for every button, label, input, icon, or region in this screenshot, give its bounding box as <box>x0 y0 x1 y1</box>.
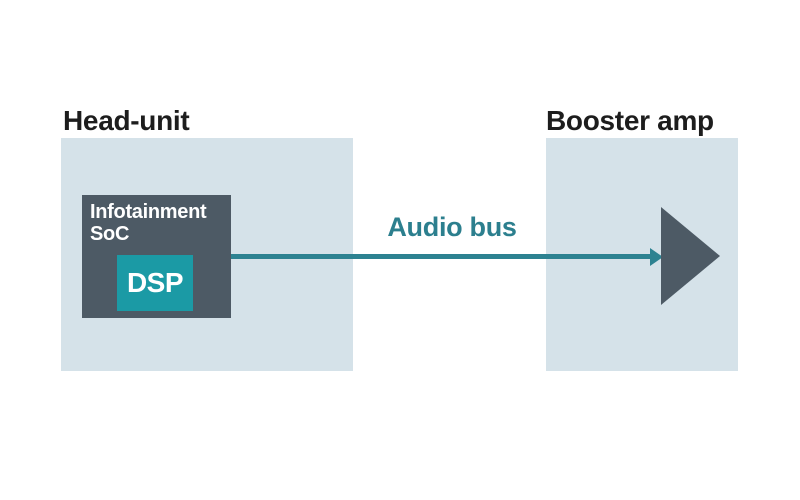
infotainment-soc-box: Infotainment SoC DSP <box>82 195 231 318</box>
audio-bus-line <box>231 254 651 259</box>
dsp-box: DSP <box>117 255 193 311</box>
infotainment-soc-label: Infotainment SoC <box>90 201 207 245</box>
head-unit-label: Head-unit <box>63 105 190 136</box>
audio-bus-label: Audio bus <box>387 212 517 242</box>
amplifier-triangle-icon <box>661 207 720 305</box>
dsp-label: DSP <box>126 267 184 298</box>
booster-amp-label: Booster amp <box>546 105 714 136</box>
audio-bus-arrowhead-icon <box>650 248 663 266</box>
